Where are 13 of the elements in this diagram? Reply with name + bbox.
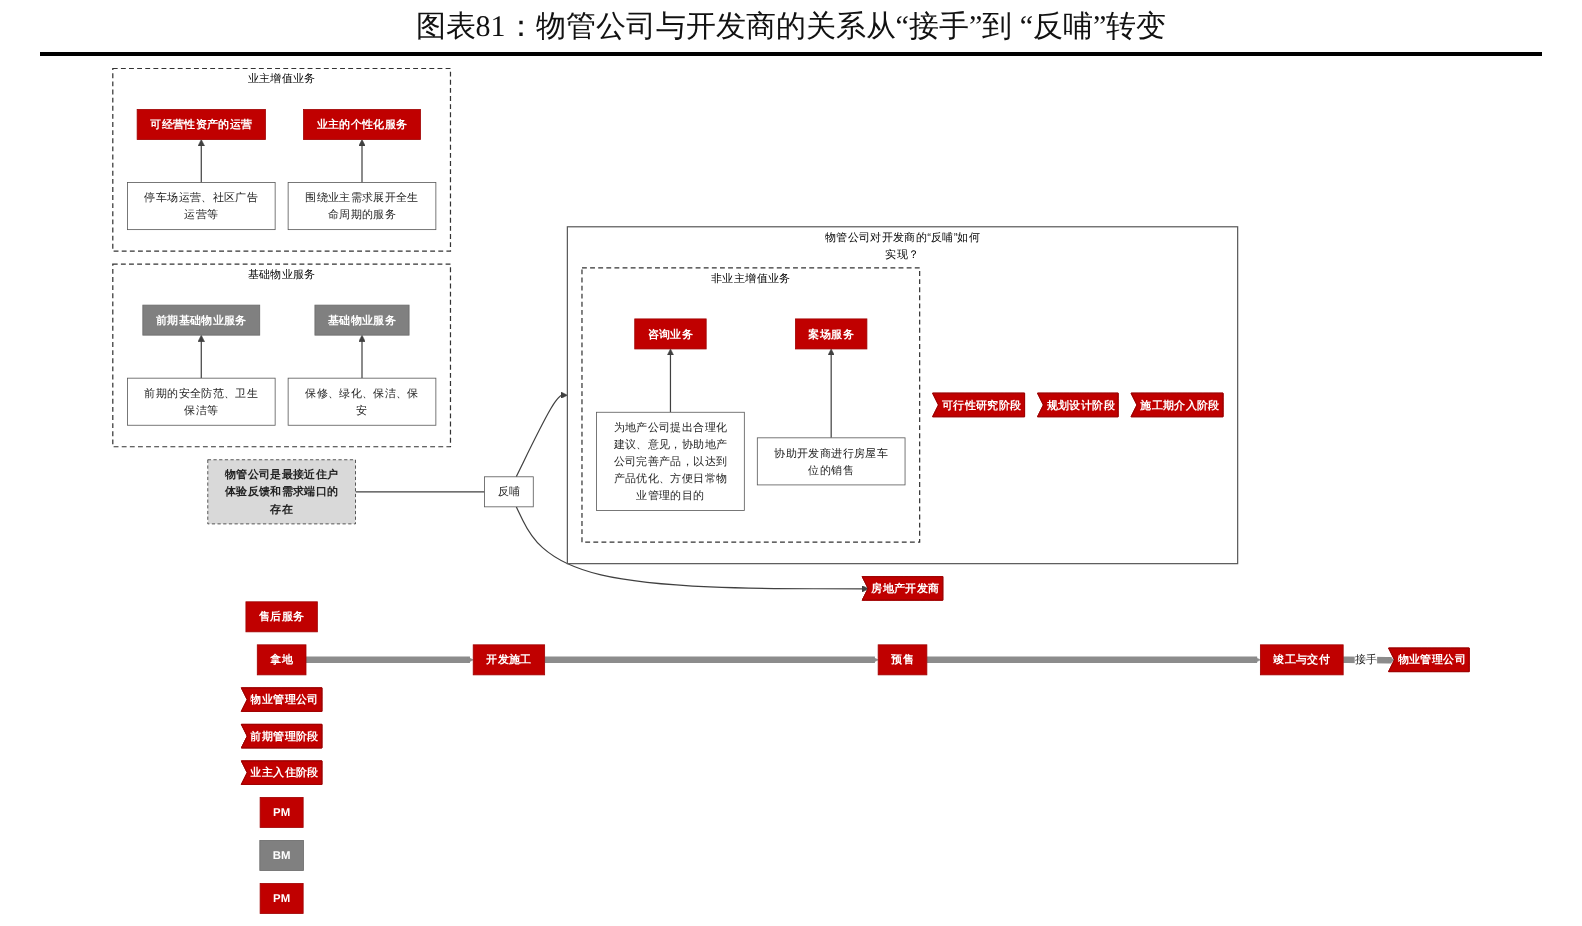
arrow [197,139,205,184]
diagram-title: 图表81：物管公司与开发商的关系从“接手”到 “反哺”转变 [415,9,1167,45]
arrow [358,139,366,184]
arrow [827,348,835,439]
arrow [306,656,474,664]
arrow [197,334,205,379]
arrow [515,391,568,478]
arrow [926,656,1261,664]
arrow [543,656,879,664]
connector [354,491,486,493]
arrow [358,334,366,379]
arrow [666,348,675,413]
arrow [515,506,869,593]
